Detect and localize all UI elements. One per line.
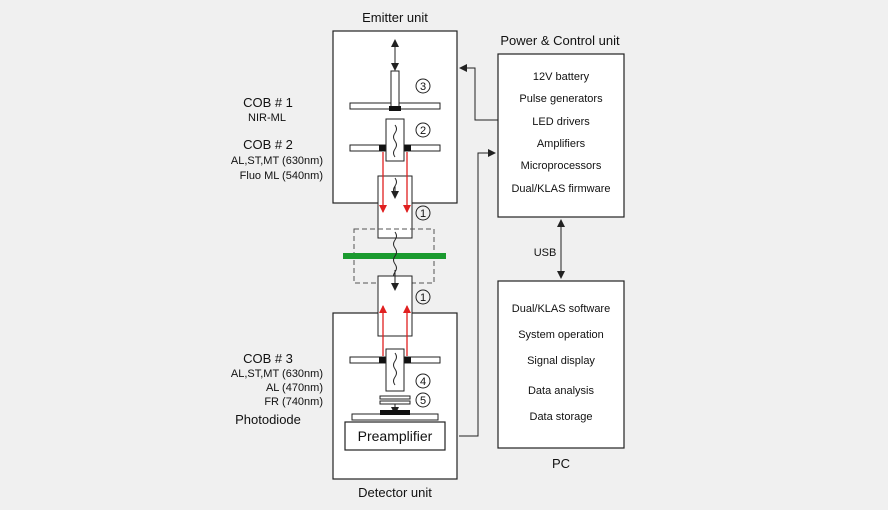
marker-1-lower (415, 289, 431, 305)
usb-label: USB (534, 247, 557, 259)
marker-3 (415, 78, 431, 94)
cob2-fiber-holder (385, 118, 405, 162)
cob1-line-1: NIR-ML (248, 112, 286, 124)
marker-4 (415, 373, 431, 389)
marker-1-upper-label: 1 (420, 208, 426, 220)
cob3-line-3: FR (740nm) (264, 396, 323, 408)
cob3-chip-left (379, 357, 387, 363)
emitter-unit-title: Emitter unit (362, 10, 428, 25)
power-item-5: Microprocessors (521, 160, 602, 172)
cob2-chip-right (403, 145, 411, 151)
cob3-line-2: AL (470nm) (266, 382, 323, 394)
detector-control-line (459, 149, 496, 437)
preamplifier-box (344, 421, 446, 451)
filter-plate-1 (379, 395, 411, 400)
pc-item-5: Data storage (530, 411, 593, 423)
photodiode-label: Photodiode (235, 412, 301, 427)
pc-box (497, 280, 625, 449)
pc-item-1: Dual/KLAS software (512, 303, 610, 315)
cob3-fiber-wave (393, 352, 397, 386)
power-item-2: Pulse generators (519, 93, 603, 105)
cob3-title: COB # 3 (243, 351, 293, 366)
power-item-4: Amplifiers (537, 138, 586, 150)
cob1-led-chip (389, 106, 401, 111)
marker-2 (415, 122, 431, 138)
filter-plate-2 (379, 400, 411, 405)
power-unit-box (497, 53, 625, 218)
cob2-fiber-wave (393, 124, 397, 158)
marker-1-upper (415, 205, 431, 221)
marker-5 (415, 392, 431, 408)
marker-3-label: 3 (420, 81, 426, 93)
cob3-line-1: AL,ST,MT (630nm) (231, 368, 323, 380)
photodiode-chip (380, 410, 410, 415)
marker-2-label: 2 (420, 125, 426, 137)
cob3-fiber-holder (385, 348, 405, 392)
cob2-title: COB # 2 (243, 137, 293, 152)
pc-title: PC (552, 456, 570, 471)
detector-unit-title: Detector unit (358, 485, 432, 500)
cob3-chip-right (403, 357, 411, 363)
marker-5-label: 5 (420, 395, 426, 407)
marker-1-lower-label: 1 (420, 292, 426, 304)
power-item-1: 12V battery (533, 71, 590, 83)
cob2-line-1: AL,ST,MT (630nm) (231, 155, 323, 167)
power-unit-title: Power & Control unit (500, 33, 620, 48)
cob1-led-rod (390, 70, 400, 109)
cob1-title: COB # 1 (243, 95, 293, 110)
pc-item-3: Signal display (527, 355, 595, 367)
cob2-line-2: Fluo ML (540nm) (240, 170, 323, 182)
emitter-control-line (459, 64, 498, 121)
marker-4-label: 4 (420, 376, 426, 388)
cob2-chip-left (379, 145, 387, 151)
preamplifier-label: Preamplifier (358, 428, 433, 444)
pc-item-2: System operation (518, 329, 604, 341)
power-item-6: Dual/KLAS firmware (511, 183, 610, 195)
pc-item-4: Data analysis (528, 385, 595, 397)
power-item-3: LED drivers (532, 116, 590, 128)
